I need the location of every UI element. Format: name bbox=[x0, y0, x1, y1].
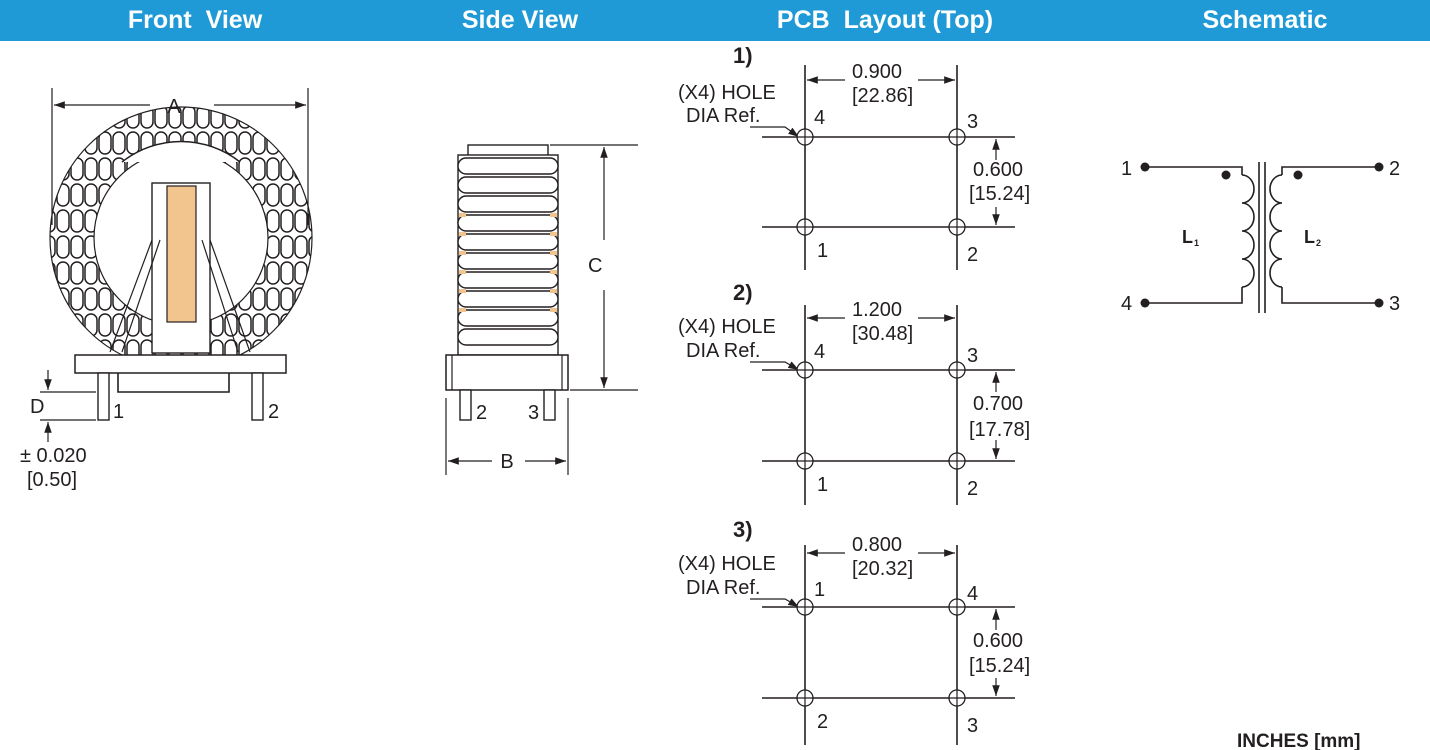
dim-a-label: A bbox=[167, 96, 181, 118]
pcb-2-height-mm: [17.78] bbox=[969, 419, 1030, 441]
schematic-dot-l1 bbox=[1221, 170, 1231, 180]
schematic-dot-l2 bbox=[1293, 170, 1303, 180]
pcb-2-hole-label: (X4) HOLE bbox=[678, 316, 776, 338]
pcb-2-hole-label-2: DIA Ref. bbox=[686, 340, 760, 362]
pcb-3-height-in: 0.600 bbox=[973, 630, 1023, 652]
pcb-2-width-mm: [30.48] bbox=[852, 323, 913, 345]
pcb-1-hole-label: (X4) HOLE bbox=[678, 82, 776, 104]
tolerance-mm: [0.50] bbox=[27, 469, 77, 491]
pcb-2-pin-top-left: 4 bbox=[814, 341, 825, 363]
pcb-2-pin-bottom-left: 1 bbox=[817, 474, 828, 496]
dim-c-label: C bbox=[588, 255, 602, 277]
dim-b-label: B bbox=[500, 451, 513, 473]
schematic-pin-1: 1 bbox=[1121, 158, 1132, 180]
pcb-1-height-in: 0.600 bbox=[973, 159, 1023, 181]
side-pin-3 bbox=[543, 389, 556, 421]
side-windings bbox=[457, 157, 559, 346]
pcb-1-width-mm: [22.86] bbox=[852, 85, 913, 107]
pcb-2-height-in: 0.700 bbox=[973, 393, 1023, 415]
winding-l1 bbox=[1241, 174, 1255, 288]
pcb-1-pin-bottom-right: 2 bbox=[967, 244, 978, 266]
pcb-1-hole-label-2: DIA Ref. bbox=[686, 105, 760, 127]
inductor-l2-label: L bbox=[1304, 227, 1315, 247]
pcb-1-height-mm: [15.24] bbox=[969, 183, 1030, 205]
side-pin-2 bbox=[459, 389, 472, 421]
pcb-1-pin-bottom-left: 1 bbox=[817, 240, 828, 262]
pcb-3-hole-label-2: DIA Ref. bbox=[686, 577, 760, 599]
schematic-pin-4: 4 bbox=[1121, 293, 1132, 315]
header-schematic: Schematic bbox=[1202, 6, 1328, 34]
pcb-3-pin-top-left: 1 bbox=[814, 579, 825, 601]
side-base bbox=[445, 354, 569, 391]
front-view: 1 2 A D ± 0.020 [0.50] bbox=[20, 88, 313, 491]
pcb-2-pin-top-right: 3 bbox=[967, 345, 978, 367]
pcb-3-height-mm: [15.24] bbox=[969, 655, 1030, 677]
front-pin-2 bbox=[251, 372, 264, 421]
pcb-3-pin-bottom-right: 3 bbox=[967, 715, 978, 737]
front-pin-1 bbox=[97, 372, 110, 421]
units-note: INCHES [mm] bbox=[1237, 731, 1361, 750]
inductor-l2-subscript: 2 bbox=[1316, 238, 1321, 248]
pcb-3-pin-bottom-left: 2 bbox=[817, 711, 828, 733]
pcb-layout-1: 1) (X4) HOLE DIA Ref. 0.900 [22.86] 0.60… bbox=[678, 43, 1030, 270]
pcb-layout-2: 2) (X4) HOLE DIA Ref. 1.200 [30.48] 0.70… bbox=[678, 280, 1030, 505]
schematic: 1 2 4 3 L 1 L 2 bbox=[1121, 158, 1400, 315]
inductor-l1-subscript: 1 bbox=[1194, 238, 1199, 248]
front-pin-2-label: 2 bbox=[268, 401, 279, 423]
base-mount bbox=[74, 354, 287, 374]
header-bar: Front View Side View PCB Layout (Top) Sc… bbox=[0, 0, 1430, 41]
side-pin-2-label: 2 bbox=[476, 402, 487, 424]
front-pin-1-label: 1 bbox=[113, 401, 124, 423]
pcb-2-pin-bottom-right: 2 bbox=[967, 478, 978, 500]
pcb-3-number: 3) bbox=[733, 517, 753, 542]
header-side-view: Side View bbox=[461, 6, 579, 34]
pcb-1-number: 1) bbox=[733, 43, 753, 68]
pcb-1-pin-top-left: 4 bbox=[814, 107, 825, 129]
pcb-layout-3: 3) (X4) HOLE DIA Ref. 0.800 [20.32] 0.60… bbox=[678, 517, 1030, 745]
inductor-l1-label: L bbox=[1182, 227, 1193, 247]
pcb-3-hole-label: (X4) HOLE bbox=[678, 553, 776, 575]
winding-l2 bbox=[1269, 174, 1283, 288]
pcb-2-width-in: 1.200 bbox=[852, 299, 902, 321]
dim-d-label: D bbox=[30, 396, 44, 418]
header-front-view: Front View bbox=[127, 6, 263, 34]
pcb-3-pin-top-right: 4 bbox=[967, 583, 978, 605]
pcb-1-width-in: 0.900 bbox=[852, 61, 902, 83]
core-insert bbox=[166, 185, 197, 323]
schematic-pin-3: 3 bbox=[1389, 293, 1400, 315]
schematic-pin-2: 2 bbox=[1389, 158, 1400, 180]
side-view: 2 3 C B bbox=[445, 144, 638, 475]
pcb-2-number: 2) bbox=[733, 280, 753, 305]
tolerance-in: ± 0.020 bbox=[20, 445, 87, 467]
pcb-3-width-in: 0.800 bbox=[852, 534, 902, 556]
header-pcb-layout: PCB Layout (Top) bbox=[776, 6, 994, 34]
pcb-1-pin-top-right: 3 bbox=[967, 111, 978, 133]
pcb-3-width-mm: [20.32] bbox=[852, 558, 913, 580]
side-pin-3-label: 3 bbox=[528, 402, 539, 424]
